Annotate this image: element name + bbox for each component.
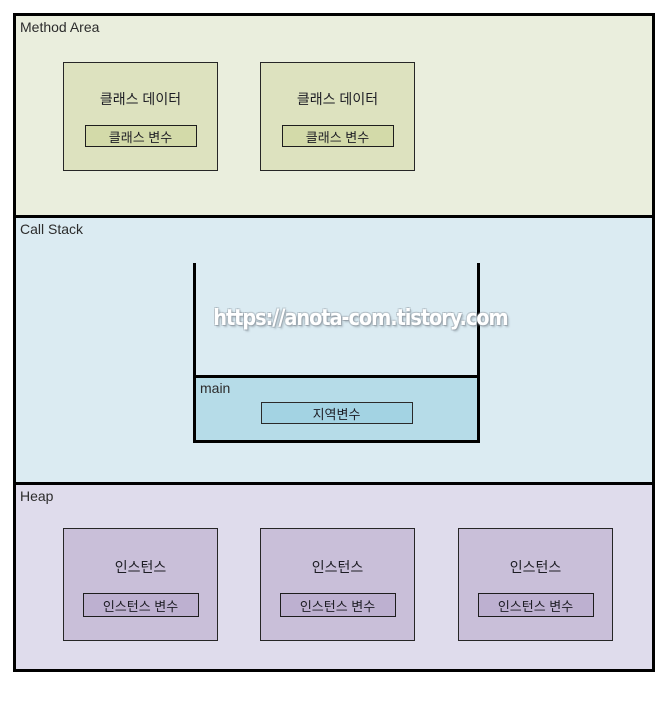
class-variable-box: 클래스 변수 (84, 125, 197, 147)
class-data-box: 클래스 데이터 클래스 변수 (260, 62, 415, 171)
class-data-box: 클래스 데이터 클래스 변수 (63, 62, 218, 171)
instance-box: 인스턴스 인스턴스 변수 (260, 528, 415, 641)
call-stack-label: Call Stack (20, 221, 84, 237)
jvm-memory-diagram: Method Area 클래스 데이터 클래스 변수 클래스 데이터 클래스 변… (13, 13, 655, 672)
instance-title: 인스턴스 (509, 559, 562, 575)
class-data-title: 클래스 데이터 (296, 91, 379, 107)
instance-box: 인스턴스 인스턴스 변수 (458, 528, 613, 641)
instance-title: 인스턴스 (311, 559, 364, 575)
instance-variable-box: 인스턴스 변수 (477, 593, 594, 617)
class-data-title: 클래스 데이터 (99, 91, 182, 107)
method-area-region: Method Area 클래스 데이터 클래스 변수 클래스 데이터 클래스 변… (16, 16, 652, 218)
stack-column (193, 263, 480, 443)
heap-label: Heap (20, 488, 54, 504)
instance-title: 인스턴스 (114, 559, 167, 575)
instance-box: 인스턴스 인스턴스 변수 (63, 528, 218, 641)
stack-frame-main: main 지역변수 (193, 375, 480, 443)
method-area-label: Method Area (20, 19, 100, 35)
instance-variable-box: 인스턴스 변수 (279, 593, 396, 617)
stack-frame-name: main (200, 380, 231, 396)
heap-region: Heap 인스턴스 인스턴스 변수 인스턴스 인스턴스 변수 인스턴스 인스턴스… (16, 485, 652, 669)
local-variable-box: 지역변수 (260, 402, 413, 424)
instance-variable-box: 인스턴스 변수 (82, 593, 199, 617)
call-stack-region: Call Stack https://anota-com.tistory.com… (16, 218, 652, 485)
class-variable-box: 클래스 변수 (281, 125, 394, 147)
